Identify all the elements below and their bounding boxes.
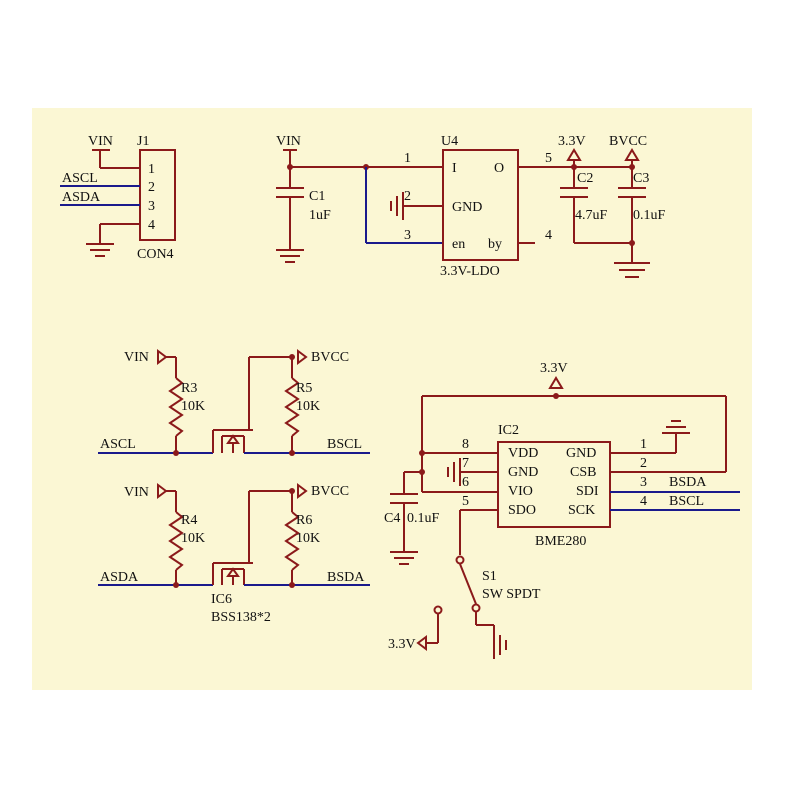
j1-ground-icon bbox=[86, 243, 114, 257]
shifter2-ic-ref: IC6 bbox=[211, 592, 232, 607]
u4-pin-gnd: GND bbox=[452, 200, 482, 215]
ic2-bsda-net: BSDA bbox=[669, 475, 707, 490]
s1-ref: S1 bbox=[482, 569, 497, 584]
j1-pin-4: 4 bbox=[148, 218, 155, 233]
c4-ground-icon bbox=[390, 551, 418, 565]
c3-value: 0.1uF bbox=[633, 208, 666, 223]
ic2-pin-sdo: SDO bbox=[508, 503, 536, 518]
c2-value: 4.7uF bbox=[575, 208, 608, 223]
j1-pin-2: 2 bbox=[148, 180, 155, 195]
ic2-pin-gnd-left: GND bbox=[508, 465, 538, 480]
u4-pin-by: by bbox=[488, 237, 502, 252]
c3-ref: C3 bbox=[633, 171, 649, 186]
c4-value: 0.1uF bbox=[407, 511, 440, 526]
j1-connector: J1 CON4 1 2 3 4 VIN ASCL ASDA bbox=[60, 134, 176, 262]
ic2-bscl-net: BSCL bbox=[669, 494, 704, 509]
ic2-pin-sdi: SDI bbox=[576, 484, 599, 499]
ic2-ground-icon bbox=[447, 458, 461, 486]
shifter2-vin-label: VIN bbox=[124, 485, 149, 500]
c1-capacitor: VIN C1 1uF bbox=[276, 134, 331, 263]
s1-ground-icon bbox=[493, 631, 507, 659]
shifter2-r6-value: 10K bbox=[296, 531, 320, 546]
s1-net-label: 3.3V bbox=[388, 637, 416, 652]
c2-capacitor: 3.3V C2 4.7uF bbox=[558, 134, 608, 243]
c3-capacitor: BVCC C3 0.1uF bbox=[609, 134, 666, 263]
u4-ground-icon bbox=[390, 192, 404, 220]
ic2-num-4: 4 bbox=[640, 494, 647, 509]
shifter2-r4-ref: R4 bbox=[181, 513, 197, 528]
c2-net-label: 3.3V bbox=[558, 134, 586, 149]
u4-pin-o: O bbox=[494, 161, 504, 176]
c3-net-label: BVCC bbox=[609, 134, 647, 149]
c2-ref: C2 bbox=[577, 171, 593, 186]
ic2-num-8: 8 bbox=[462, 437, 469, 452]
shifter1-r5-value: 10K bbox=[296, 399, 320, 414]
level-shifter-sda: VIN R4 10K ASDA BVCC R6 10K BSDA IC6 BSS… bbox=[98, 483, 370, 625]
c3-ground-icon bbox=[614, 262, 650, 278]
ic2-num-3: 3 bbox=[640, 475, 647, 490]
u4-num-1: 1 bbox=[404, 151, 411, 166]
ic2-bme280: 3.3V IC2 BME280 VDD GND VIO SDO GND CSB … bbox=[419, 361, 740, 555]
ic2-pin-sck: SCK bbox=[568, 503, 595, 518]
u4-ref: U4 bbox=[441, 134, 458, 149]
c4-capacitor: C4 0.1uF bbox=[384, 469, 440, 565]
ic2-num-1: 1 bbox=[640, 437, 647, 452]
shifter1-r5-ref: R5 bbox=[296, 381, 312, 396]
u4-value: 3.3V-LDO bbox=[440, 264, 500, 279]
u4-pin-i: I bbox=[452, 161, 457, 176]
ic2-value: BME280 bbox=[535, 534, 586, 549]
shifter2-left-net: ASDA bbox=[100, 570, 139, 585]
shifter1-r3-ref: R3 bbox=[181, 381, 197, 396]
u4-pin-en: en bbox=[452, 237, 465, 252]
c1-ground-icon bbox=[276, 249, 304, 263]
c1-value: 1uF bbox=[309, 208, 331, 223]
ic2-supply-label: 3.3V bbox=[540, 361, 568, 376]
shifter1-vin-label: VIN bbox=[124, 350, 149, 365]
u4-ldo-regulator: U4 3.3V-LDO I O GND en by 1 2 3 4 5 bbox=[390, 134, 552, 279]
ic2-num-2: 2 bbox=[640, 456, 647, 471]
ic2-pin-vio: VIO bbox=[508, 484, 533, 499]
u4-num-5: 5 bbox=[545, 151, 552, 166]
shifter1-left-net: ASCL bbox=[100, 437, 136, 452]
j1-pin-1: 1 bbox=[148, 162, 155, 177]
ic2-pin-csb: CSB bbox=[570, 465, 596, 480]
j1-vin-label: VIN bbox=[88, 134, 113, 149]
u4-num-2: 2 bbox=[404, 189, 411, 204]
ic2-pin-gnd-right: GND bbox=[566, 446, 596, 461]
u4-num-3: 3 bbox=[404, 228, 411, 243]
c4-ref: C4 bbox=[384, 511, 400, 526]
s1-value: SW SPDT bbox=[482, 587, 541, 602]
shifter2-r6-ref: R6 bbox=[296, 513, 312, 528]
shifter2-r4-value: 10K bbox=[181, 531, 205, 546]
shifter1-bvcc-label: BVCC bbox=[311, 350, 349, 365]
c1-ref: C1 bbox=[309, 189, 325, 204]
ic2-pin-vdd: VDD bbox=[508, 446, 538, 461]
u4-num-4: 4 bbox=[545, 228, 552, 243]
j1-ref: J1 bbox=[137, 134, 149, 149]
ic2-num-7: 7 bbox=[462, 456, 469, 471]
j1-value: CON4 bbox=[137, 247, 174, 262]
shifter1-r3-value: 10K bbox=[181, 399, 205, 414]
shifter2-right-net: BSDA bbox=[327, 570, 365, 585]
j1-asda-label: ASDA bbox=[62, 190, 101, 205]
ic2-gnd-right-ground-icon bbox=[662, 420, 690, 434]
s1-spdt-switch: 3.3V S1 SW SPDT bbox=[388, 555, 541, 659]
level-shifter-scl: VIN R3 10K ASCL BVCC R5 10K BSCL bbox=[98, 349, 370, 456]
shifter1-right-net: BSCL bbox=[327, 437, 362, 452]
shifter2-bvcc-label: BVCC bbox=[311, 484, 349, 499]
j1-ascl-label: ASCL bbox=[62, 171, 98, 186]
c1-vin-label: VIN bbox=[276, 134, 301, 149]
ic2-num-5: 5 bbox=[462, 494, 469, 509]
j1-pin-3: 3 bbox=[148, 199, 155, 214]
shifter2-ic-value: BSS138*2 bbox=[211, 610, 271, 625]
ic2-ref: IC2 bbox=[498, 423, 519, 438]
ic2-num-6: 6 bbox=[462, 475, 469, 490]
